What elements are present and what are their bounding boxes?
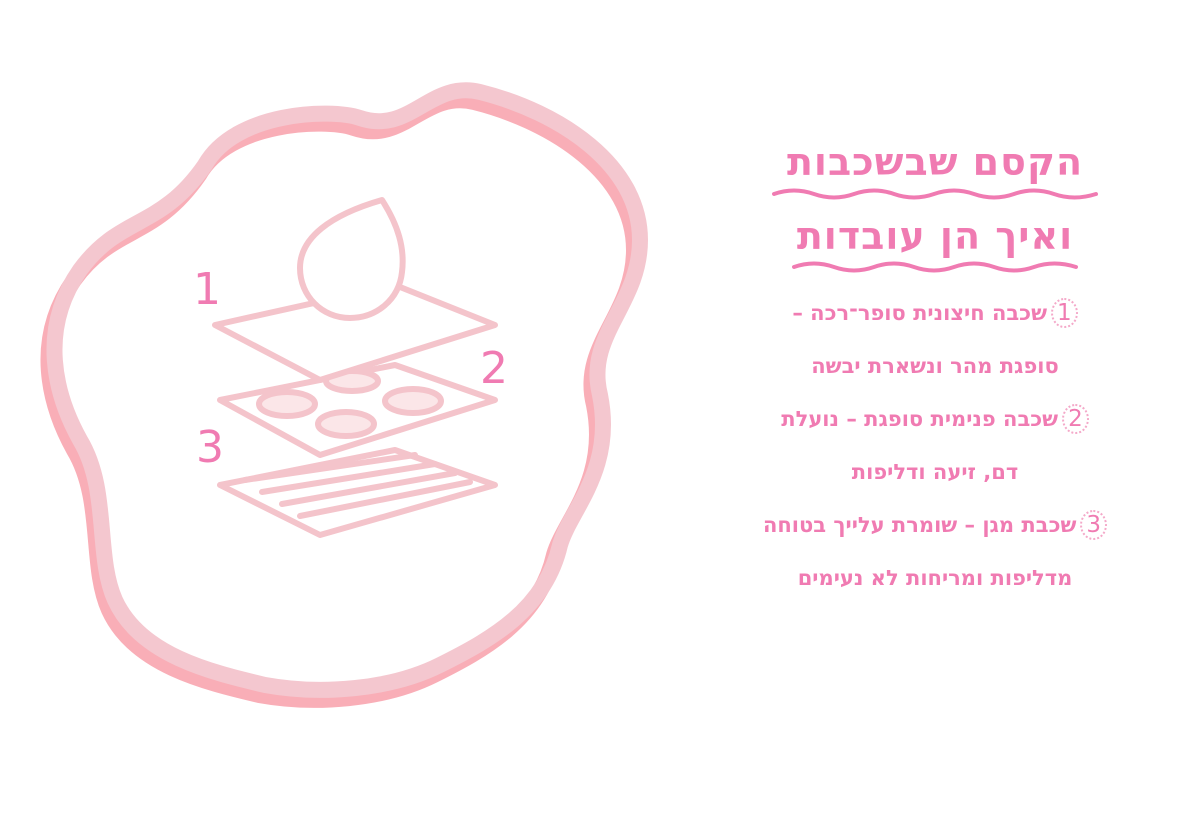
blob-outline bbox=[46, 82, 648, 698]
layer-2-blot bbox=[256, 389, 318, 419]
layer-number-1: 1 bbox=[193, 264, 221, 315]
layer-3-stripe bbox=[242, 452, 418, 483]
droplet-icon bbox=[297, 197, 406, 321]
point-3-line-1: 3שכבת מגן – שומרת עלייך בטוחה bbox=[700, 499, 1170, 552]
title-underline-1 bbox=[772, 188, 1098, 200]
point-3-text-1: שכבת מגן – שומרת עלייך בטוחה bbox=[762, 513, 1077, 538]
layer-2-blot bbox=[382, 386, 444, 416]
point-number-2: 2 bbox=[1062, 404, 1089, 435]
layer-number-3: 3 bbox=[196, 422, 224, 473]
title-underline-2 bbox=[792, 261, 1078, 273]
point-3-line-2: מדליפות ומריחות לא נעימים bbox=[797, 566, 1073, 591]
point-2: 2שכבה פנימית סופגת – נועלת דם, זיעה ודלי… bbox=[700, 393, 1170, 499]
point-1-line-2: סופגת מהר ונשארת יבשה bbox=[811, 354, 1059, 379]
layer-2-blot bbox=[315, 409, 377, 439]
layer-3-stripe bbox=[297, 479, 473, 519]
point-2-text-1: שכבה פנימית סופגת – נועלת bbox=[781, 407, 1059, 432]
layer-3-stripe bbox=[279, 470, 458, 507]
point-number-3: 3 bbox=[1080, 510, 1108, 541]
point-2-line-1: 2שכבה פנימית סופגת – נועלת bbox=[700, 393, 1170, 446]
point-1: 1שכבה חיצונית סופר־רכה – סופגת מהר ונשאר… bbox=[700, 287, 1170, 393]
point-1-line-1: 1שכבה חיצונית סופר־רכה – bbox=[700, 287, 1170, 340]
point-2-line-2: דם, זיעה ודליפות bbox=[851, 460, 1019, 485]
blob-frame bbox=[40, 82, 648, 708]
point-1-text-1: שכבה חיצונית סופר־רכה – bbox=[792, 301, 1048, 326]
layers-icon bbox=[212, 197, 498, 538]
layer-number-2: 2 bbox=[480, 343, 508, 394]
title-line-2: ואיך הן עובדות bbox=[796, 213, 1074, 258]
point-3: 3שכבת מגן – שומרת עלייך בטוחה מדליפות ומ… bbox=[700, 499, 1170, 605]
title-line-1: הקסם שבשכבות bbox=[786, 140, 1084, 184]
layer-3-stripe bbox=[259, 461, 438, 495]
point-number-1: 1 bbox=[1051, 298, 1078, 329]
illustration: 1 2 3 bbox=[40, 82, 648, 708]
text-panel: הקסם שבשכבות ואיך הן עובדות 1שכבה חיצוני… bbox=[700, 140, 1170, 605]
